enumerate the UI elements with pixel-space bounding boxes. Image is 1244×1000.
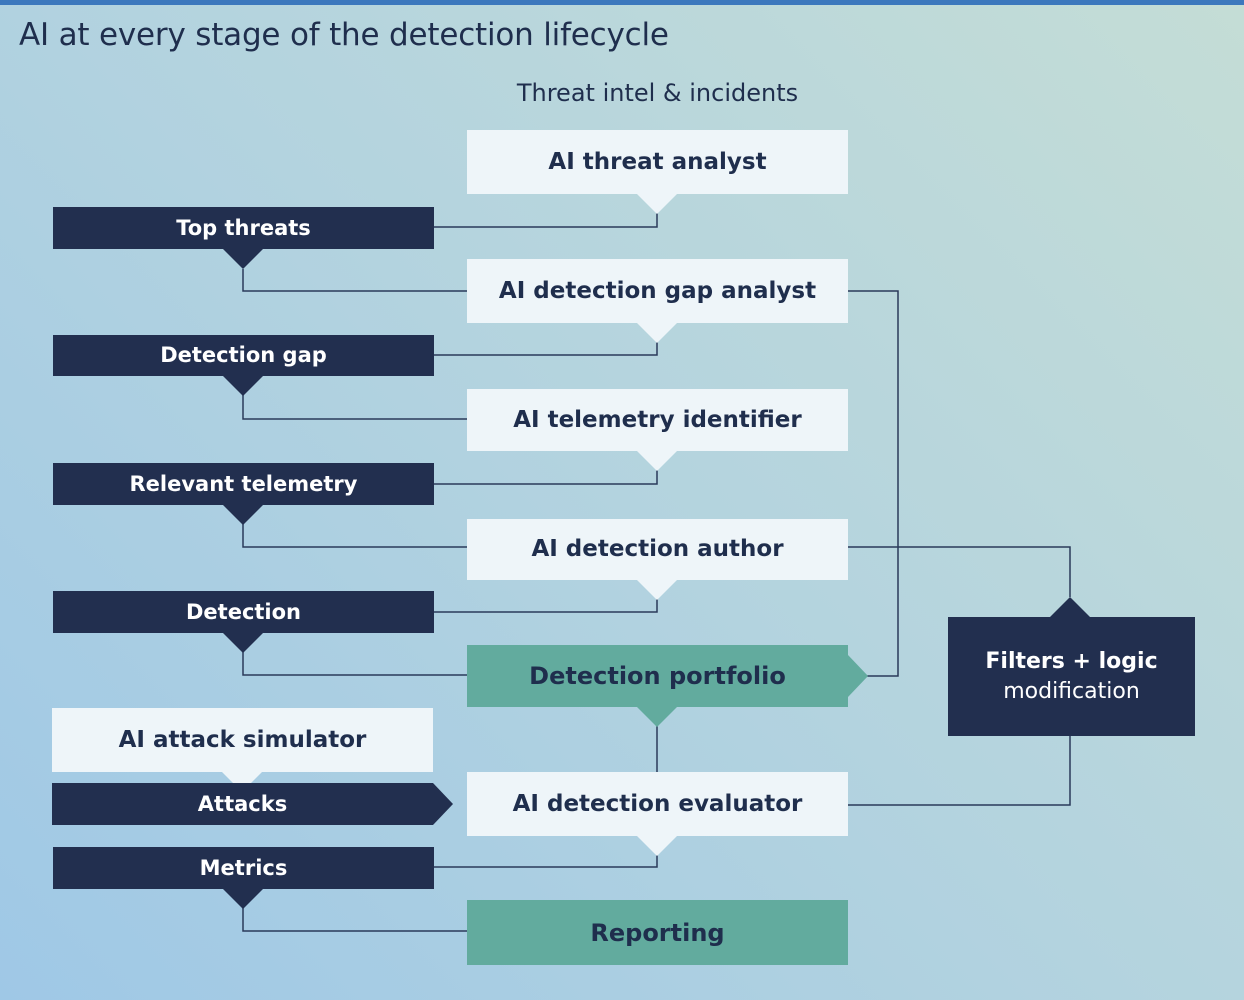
node-attacks: Attacks bbox=[52, 783, 433, 825]
node-label: Filters + logic modification bbox=[985, 647, 1157, 706]
arrow-down bbox=[223, 889, 263, 909]
connector-evaluator-to-metrics bbox=[434, 854, 658, 868]
connector-topthreats-to-gap bbox=[242, 269, 467, 292]
node-label: Relevant telemetry bbox=[129, 471, 358, 496]
node-label: Attacks bbox=[197, 791, 288, 816]
node-label: Reporting bbox=[590, 918, 725, 947]
connector-author-to-filters bbox=[848, 546, 1071, 597]
arrow-down bbox=[223, 376, 263, 396]
node-label: AI attack simulator bbox=[118, 726, 367, 753]
arrow-up bbox=[1050, 597, 1090, 617]
node-ai-threat-analyst: AI threat analyst bbox=[467, 130, 848, 194]
node-ai-attack-simulator: AI attack simulator bbox=[52, 708, 433, 772]
node-label: AI detection evaluator bbox=[512, 790, 803, 817]
arrow-down bbox=[223, 633, 263, 653]
arrow-down bbox=[637, 707, 677, 727]
node-ai-detection-gap-analyst: AI detection gap analyst bbox=[467, 259, 848, 323]
node-metrics: Metrics bbox=[53, 847, 434, 889]
node-detection-gap: Detection gap bbox=[53, 335, 434, 376]
arrow-right bbox=[848, 655, 868, 697]
node-reporting: Reporting bbox=[467, 900, 848, 965]
node-label: Metrics bbox=[199, 855, 288, 880]
node-relevant-telemetry: Relevant telemetry bbox=[53, 463, 434, 505]
connector-detection-to-portfolio bbox=[242, 652, 467, 676]
arrow-down bbox=[637, 323, 677, 343]
arrow-down bbox=[637, 836, 677, 856]
arrow-down bbox=[223, 505, 263, 525]
arrow-down bbox=[637, 451, 677, 471]
node-label: Detection portfolio bbox=[529, 662, 786, 690]
node-detection: Detection bbox=[53, 591, 434, 633]
connector-detectiongap-to-telemetry bbox=[242, 395, 467, 420]
connector-telemetry-to-relevant bbox=[434, 468, 658, 485]
node-ai-telemetry-identifier: AI telemetry identifier bbox=[467, 389, 848, 451]
arrow-down bbox=[637, 580, 677, 600]
diagram-title: AI at every stage of the detection lifec… bbox=[19, 17, 669, 53]
connector-gap-to-detectiongap bbox=[434, 340, 658, 356]
node-filters-logic-modification: Filters + logic modification bbox=[948, 617, 1195, 736]
node-top-threats: Top threats bbox=[53, 207, 434, 249]
connector-gap-to-portfolio bbox=[848, 290, 899, 677]
node-label: Top threats bbox=[176, 215, 311, 240]
node-label: Detection gap bbox=[160, 343, 327, 368]
connector-author-to-detection bbox=[434, 596, 658, 613]
arrow-right bbox=[433, 783, 453, 825]
connector-lines bbox=[242, 211, 1071, 932]
node-label: AI detection author bbox=[531, 536, 784, 563]
node-label: AI detection gap analyst bbox=[498, 277, 817, 304]
connector-threat-to-topthreats bbox=[434, 211, 658, 228]
node-label: Detection bbox=[185, 599, 302, 624]
connector-metrics-to-reporting bbox=[242, 908, 467, 932]
node-label: AI threat analyst bbox=[548, 148, 767, 175]
arrow-down bbox=[223, 249, 263, 269]
node-ai-detection-author: AI detection author bbox=[467, 519, 848, 580]
source-label: Threat intel & incidents bbox=[516, 79, 799, 107]
node-detection-portfolio: Detection portfolio bbox=[467, 645, 848, 707]
connector-relevant-to-author bbox=[242, 524, 467, 548]
node-label: AI telemetry identifier bbox=[513, 406, 802, 433]
node-label-line1: Filters + logic bbox=[985, 648, 1158, 674]
node-ai-detection-evaluator: AI detection evaluator bbox=[467, 772, 848, 836]
node-label-line2: modification bbox=[1003, 678, 1140, 704]
arrow-down bbox=[637, 194, 677, 214]
connector-evaluator-to-filters bbox=[848, 736, 1071, 806]
